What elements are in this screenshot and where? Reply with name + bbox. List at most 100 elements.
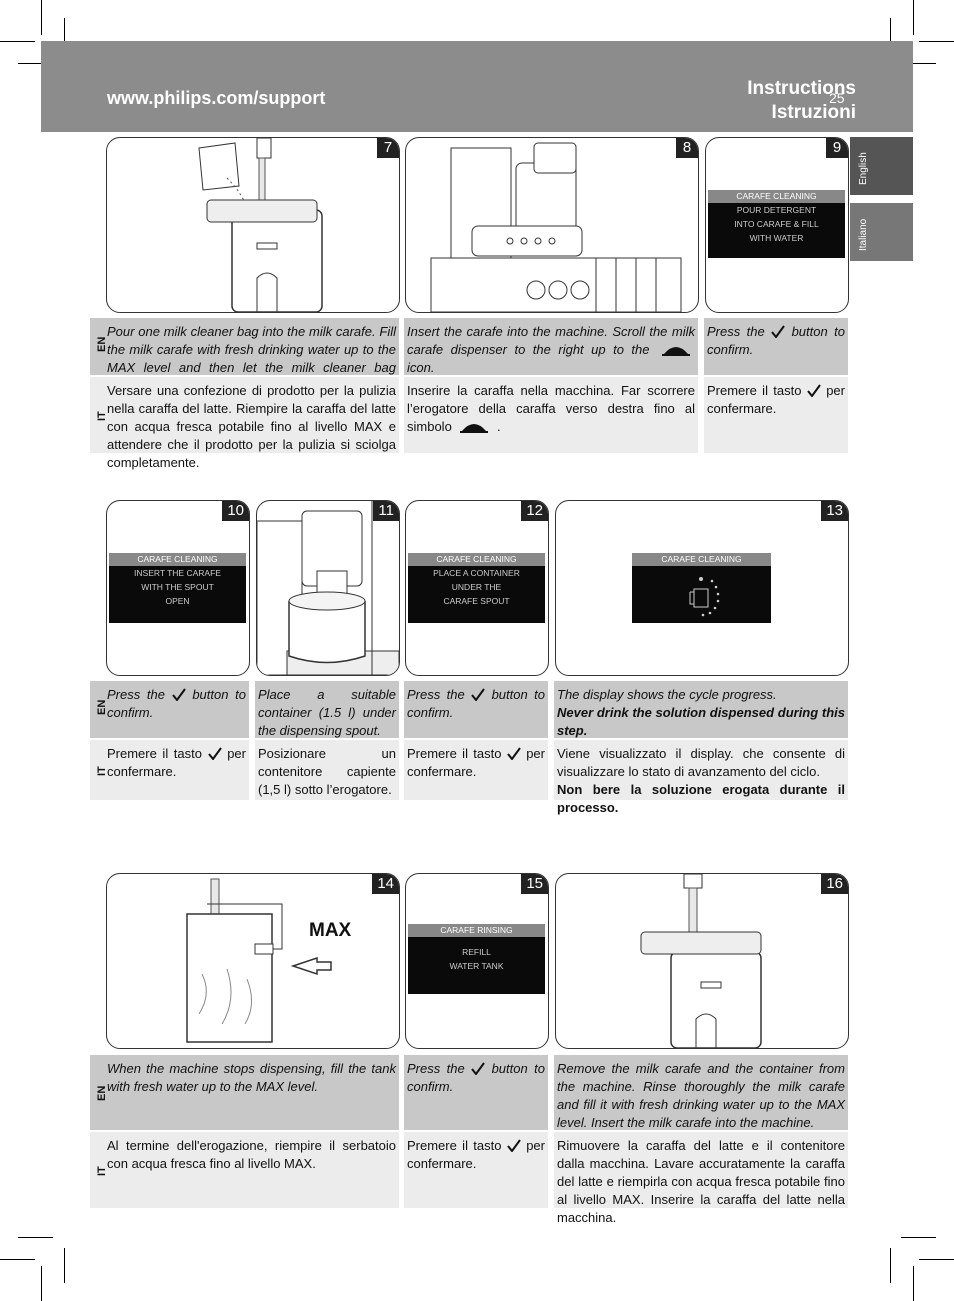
carafe-pour-icon (198, 138, 323, 312)
step-number: 7 (377, 138, 399, 158)
step-8-text-en: Insert the carafe into the machine. Scro… (404, 318, 698, 375)
step-8-text-it: Inserire la caraffa nella macchina. Far … (404, 377, 698, 453)
rinse-carafe-icon (640, 874, 762, 1048)
page-header (41, 41, 913, 132)
checkmark-icon (171, 688, 186, 701)
screen-title: CARAFE RINSING (408, 924, 545, 937)
checkmark-icon (471, 688, 485, 701)
step-12-text-it: Premere il tasto per confermare. (404, 740, 548, 800)
display-screen: CARAFE RINSING REFILL WATER TANK (408, 924, 545, 994)
step-number: 15 (521, 874, 548, 894)
machine-carafe-icon (430, 142, 682, 312)
step-11-illustration: 11 (256, 500, 400, 676)
screen-message: POUR DETERGENT INTO CARAFE & FILL WITH W… (734, 205, 819, 243)
display-screen: CARAFE CLEANING POUR DETERGENT INTO CARA… (708, 190, 845, 258)
crop-mark (18, 1237, 53, 1238)
step-10-text-en: EN Press the button to confirm. (90, 681, 249, 738)
step-13-text-en: The display shows the cycle progress. Ne… (554, 681, 848, 738)
display-screen: CARAFE CLEANING INSERT THE CARAFE WITH T… (109, 553, 246, 623)
screen-title: CARAFE CLEANING (408, 553, 545, 566)
screen-title: CARAFE CLEANING (109, 553, 246, 566)
step-9-illustration: CARAFE CLEANING POUR DETERGENT INTO CARA… (705, 137, 849, 313)
step-12-text-en: Press the button to confirm. (404, 681, 548, 738)
lang-label-it: IT (96, 766, 108, 776)
step-13-illustration: CARAFE CLEANING 13 (555, 500, 849, 676)
lang-label-it: IT (96, 1166, 108, 1176)
step-7-illustration: 7 (106, 137, 400, 313)
step-14-text-en: EN When the machine stops dispensing, fi… (90, 1055, 399, 1130)
crop-mark (901, 1237, 936, 1238)
screen-message: PLACE A CONTAINER UNDER THE CARAFE SPOUT (433, 568, 520, 606)
fill-water-tank-icon: MAX (186, 878, 352, 1043)
step-number: 11 (373, 501, 399, 521)
checkmark-icon (807, 384, 821, 397)
page-number: 25 (829, 90, 845, 106)
step-13-text-it: Viene visualizzato il display. che conse… (554, 740, 848, 815)
header-title-it: Istruzioni (771, 102, 856, 123)
step-8-illustration: 8 (405, 137, 699, 313)
step-15-text-it: Premere il tasto per confermare. (404, 1132, 548, 1208)
crop-mark (0, 1259, 35, 1260)
step-16-text-en: Remove the milk carafe and the container… (554, 1055, 848, 1130)
tab-english[interactable]: English (850, 137, 913, 195)
max-label: MAX (309, 920, 352, 941)
crop-mark (41, 1266, 42, 1301)
lang-label-en: EN (96, 1085, 108, 1101)
step-7-text-it: IT Versare una confezione di prodotto pe… (90, 377, 399, 470)
progress-carafe-icon (689, 577, 720, 617)
crop-mark (0, 41, 35, 42)
crop-mark (890, 1248, 891, 1283)
step-number: 16 (821, 874, 848, 894)
screen-title: CARAFE CLEANING (632, 553, 771, 566)
checkmark-icon (771, 325, 785, 338)
header-title-en: Instructions (747, 78, 856, 99)
crop-mark (919, 1259, 954, 1260)
step-14-text-it: IT Al termine dell'erogazione, riempire … (90, 1132, 399, 1208)
checkmark-icon (207, 747, 222, 760)
step-11-text-it: Posizionare un contenitore capiente (1,5… (255, 740, 399, 800)
step-15-illustration: CARAFE RINSING REFILL WATER TANK 15 (405, 873, 549, 1049)
step-12-illustration: CARAFE CLEANING PLACE A CONTAINER UNDER … (405, 500, 549, 676)
warning-text: Never drink the solution dispensed durin… (557, 705, 845, 738)
step-10-text-it: IT Premere il tasto per confermare. (90, 740, 249, 800)
crop-mark (901, 63, 936, 64)
display-screen: CARAFE CLEANING PLACE A CONTAINER UNDER … (408, 553, 545, 623)
crop-mark (890, 18, 891, 53)
crop-mark (64, 18, 65, 53)
warning-text: Non bere la soluzione erogata durante il… (557, 782, 845, 815)
container-under-spout-icon (257, 501, 399, 675)
step-15-text-en: Press the button to confirm. (404, 1055, 548, 1130)
step-16-illustration: 16 (555, 873, 849, 1049)
step-number: 10 (222, 501, 249, 521)
step-number: 13 (821, 501, 848, 521)
crop-mark (913, 1266, 914, 1301)
screen-message: REFILL WATER TANK (449, 947, 504, 971)
crop-mark (41, 0, 42, 35)
lang-label-en: EN (96, 336, 108, 352)
screen-message: INSERT THE CARAFE WITH THE SPOUT OPEN (134, 568, 221, 606)
step-number: 9 (826, 138, 848, 158)
crop-mark (913, 0, 914, 35)
checkmark-icon (507, 747, 521, 760)
tab-italiano[interactable]: Italiano (850, 203, 913, 261)
step-number: 8 (676, 138, 698, 158)
checkmark-icon (471, 1062, 485, 1075)
step-9-text-en: Press the button to confirm. (704, 318, 848, 375)
milk-dispenser-icon (662, 347, 690, 356)
step-number: 14 (372, 874, 399, 894)
step-9-text-it: Premere il tasto per confermare. (704, 377, 848, 453)
crop-mark (18, 63, 53, 64)
step-14-illustration: MAX 14 (106, 873, 400, 1049)
support-url[interactable]: www.philips.com/support (107, 88, 326, 108)
milk-dispenser-icon (460, 424, 489, 433)
step-11-text-en: Place a suitable container (1.5 l) under… (255, 681, 399, 738)
lang-label-en: EN (96, 699, 108, 715)
screen-title: CARAFE CLEANING (708, 190, 845, 203)
crop-mark (64, 1248, 65, 1283)
step-16-text-it: Rimuovere la caraffa del latte e il cont… (554, 1132, 848, 1225)
step-number: 12 (521, 501, 548, 521)
display-screen: CARAFE CLEANING (632, 553, 771, 623)
step-7-text-en: EN Pour one milk cleaner bag into the mi… (90, 318, 399, 393)
checkmark-icon (507, 1139, 521, 1152)
lang-label-it: IT (96, 411, 108, 421)
